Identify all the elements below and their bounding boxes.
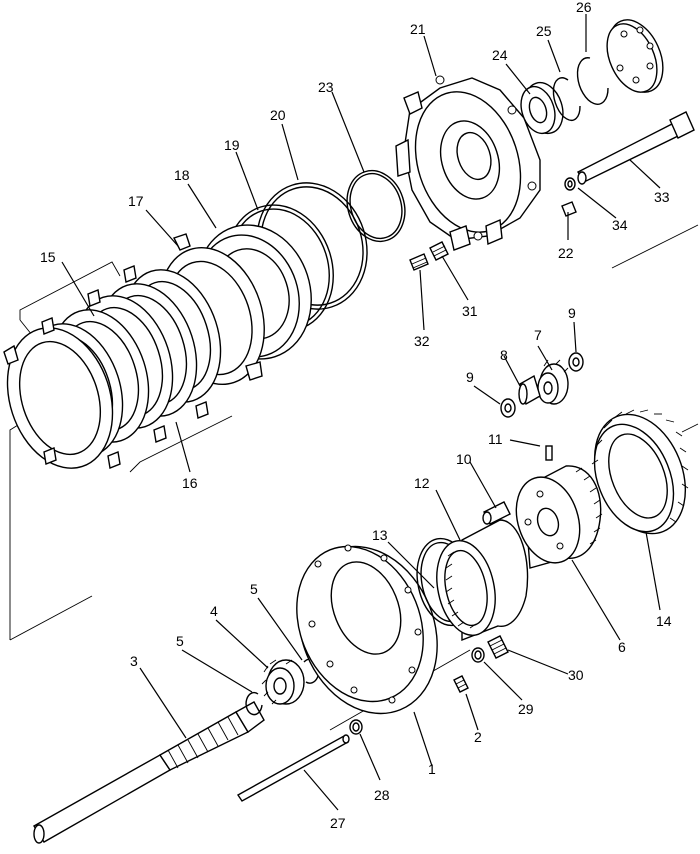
callout-5-right: 5 bbox=[250, 581, 258, 597]
callout-21: 21 bbox=[410, 21, 426, 37]
clutch-disc-stack bbox=[3, 265, 222, 469]
callout-labels: 1 2 3 4 5 5 6 7 8 9 9 10 11 12 13 14 15 … bbox=[40, 0, 672, 831]
part-14-ring-gear bbox=[591, 409, 689, 535]
callout-19: 19 bbox=[224, 137, 240, 153]
part-25-snap-ring bbox=[552, 77, 581, 121]
callout-30: 30 bbox=[568, 667, 584, 683]
callout-17: 17 bbox=[128, 193, 144, 209]
callout-11: 11 bbox=[488, 431, 503, 447]
callout-1: 1 bbox=[428, 761, 436, 777]
callout-26: 26 bbox=[576, 0, 592, 15]
leader-lines bbox=[61, 14, 661, 811]
callout-9-left: 9 bbox=[466, 369, 474, 385]
part-30-spring bbox=[487, 635, 509, 659]
part-9-washer-right bbox=[568, 352, 584, 372]
callout-10: 10 bbox=[456, 451, 472, 467]
callout-20: 20 bbox=[270, 107, 286, 123]
part-6-carrier bbox=[515, 465, 603, 569]
callout-7: 7 bbox=[534, 327, 542, 343]
callout-12: 12 bbox=[414, 475, 430, 491]
callout-8: 8 bbox=[500, 347, 508, 363]
part-26-snap-ring bbox=[576, 57, 609, 105]
part-31-spring bbox=[429, 241, 449, 261]
part-8-needle-bearing bbox=[518, 374, 541, 406]
callout-32: 32 bbox=[414, 333, 430, 349]
callout-22: 22 bbox=[558, 245, 574, 261]
part-32-spring bbox=[409, 253, 429, 271]
part-5-snap-ring-left bbox=[245, 691, 263, 716]
part-12-ring-gear bbox=[436, 519, 529, 642]
part-22-plug bbox=[561, 201, 577, 217]
callout-23: 23 bbox=[318, 79, 334, 95]
part-21-housing bbox=[395, 75, 541, 251]
part-7-pinion bbox=[537, 359, 569, 405]
callout-31: 31 bbox=[462, 303, 478, 319]
part-23-seal-ring bbox=[346, 169, 406, 243]
part-34-nut bbox=[564, 177, 576, 191]
callout-33: 33 bbox=[654, 189, 670, 205]
part-4-small-gear bbox=[261, 659, 305, 705]
callout-27: 27 bbox=[330, 815, 346, 831]
part-1-cover-plate bbox=[296, 544, 438, 715]
callout-2: 2 bbox=[474, 729, 482, 745]
part-28-nut bbox=[349, 719, 363, 735]
callout-14: 14 bbox=[656, 613, 672, 629]
part-2-plug bbox=[453, 675, 469, 693]
part-3-shaft bbox=[33, 701, 265, 844]
callout-16: 16 bbox=[182, 475, 198, 491]
callout-29: 29 bbox=[518, 701, 534, 717]
callout-15: 15 bbox=[40, 249, 56, 265]
callout-5-left: 5 bbox=[176, 633, 184, 649]
part-10-pin bbox=[482, 501, 511, 525]
part-9-washer-left bbox=[500, 398, 516, 418]
callout-28: 28 bbox=[374, 787, 390, 803]
part-29-nut bbox=[471, 647, 485, 663]
callout-3: 3 bbox=[130, 653, 138, 669]
callout-18: 18 bbox=[174, 167, 190, 183]
callout-13: 13 bbox=[372, 527, 388, 543]
part-27-long-pin bbox=[236, 734, 350, 802]
callout-34: 34 bbox=[612, 217, 628, 233]
callout-25: 25 bbox=[536, 23, 552, 39]
callout-4: 4 bbox=[210, 603, 218, 619]
callout-6: 6 bbox=[618, 639, 626, 655]
callout-24: 24 bbox=[492, 47, 508, 63]
part-11-dowel bbox=[545, 445, 553, 461]
part-33-bolt bbox=[577, 111, 695, 185]
end-cover bbox=[606, 19, 664, 93]
callout-9-right: 9 bbox=[568, 305, 576, 321]
